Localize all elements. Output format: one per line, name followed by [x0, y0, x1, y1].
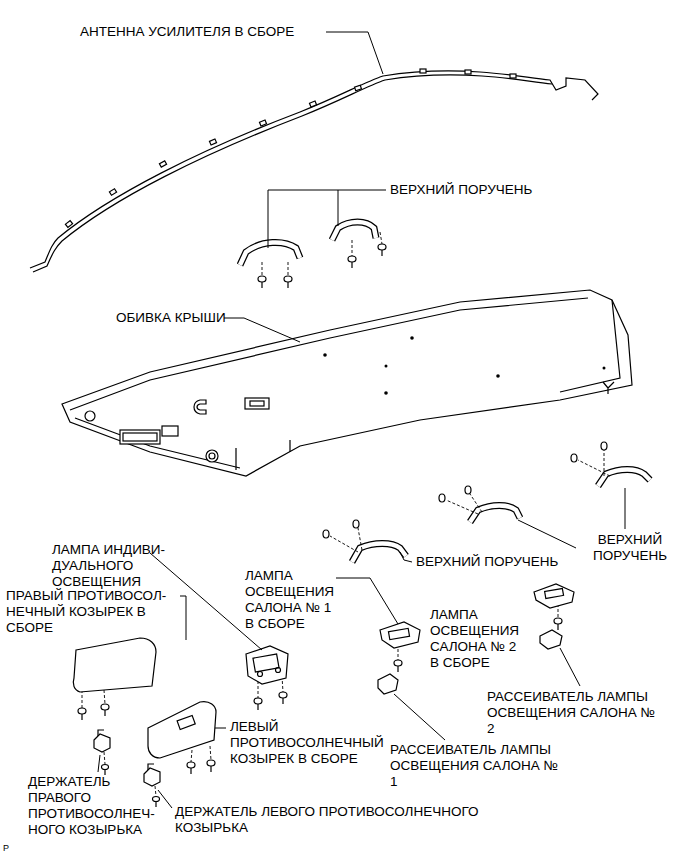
part-label: АНТЕННА УСИЛИТЕЛЯ В СБОРЕ	[80, 24, 294, 40]
part-label: ДЕРЖАТЕЛЬ ЛЕВОГО ПРОТИВОСОЛНЕЧНОГО КОЗЫР…	[175, 804, 495, 836]
screws	[78, 232, 610, 807]
roof-headliner	[62, 290, 632, 476]
part-label: ПРАВЫЙ ПРОТИВОСОЛ- НЕЧНЫЙ КОЗЫРЕК В СБОР…	[6, 588, 176, 636]
part-label: ДЕРЖАТЕЛЬ ПРАВОГО ПРОТИВОСОЛНЕЧ- НОГО КО…	[28, 774, 160, 838]
antenna-cable	[30, 69, 598, 272]
part-label: ВЕРХНИЙ ПОРУЧЕНЬ	[416, 554, 558, 570]
part-label: ВЕРХНИЙ ПОРУЧЕНЬ	[576, 532, 684, 564]
part-label: ОБИВКА КРЫШИ	[116, 310, 226, 326]
part-label: РАССЕИВАТЕЛЬ ЛАМПЫ ОСВЕЩЕНИЯ САЛОНА № 2	[487, 689, 655, 737]
part-label: ЛАМПА ИНДИВИ- ДУАЛЬНОГО ОСВЕЩЕНИЯ	[52, 542, 170, 590]
part-label: ЛАМПА ОСВЕЩЕНИЯ САЛОНА № 1 В СБОРЕ	[245, 568, 337, 632]
part-label: ЛАМПА ОСВЕЩЕНИЯ САЛОНА № 2 В СБОРЕ	[430, 607, 522, 671]
part-label: ВЕРХНИЙ ПОРУЧЕНЬ	[390, 182, 532, 198]
figure-code: P	[3, 842, 9, 854]
assist-grip	[240, 222, 650, 562]
part-label: РАССЕИВАТЕЛЬ ЛАМПЫ ОСВЕЩЕНИЯ САЛОНА № 1	[390, 742, 558, 790]
